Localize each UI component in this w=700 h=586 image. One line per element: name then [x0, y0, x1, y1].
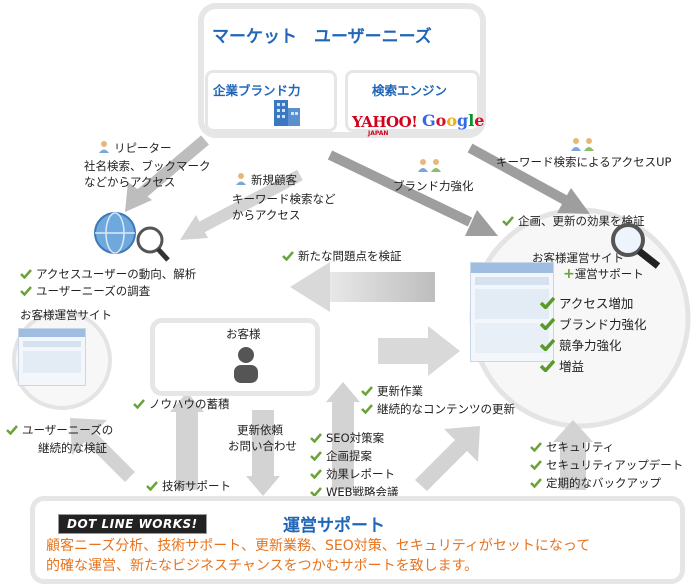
check-icon — [282, 251, 294, 261]
benefit-item: 増益 — [540, 356, 647, 377]
yahoo-logo-text: YAHOO! — [352, 113, 418, 131]
verify-issue-label: 新たな問題点を検証 — [282, 248, 402, 264]
check-icon — [540, 360, 555, 372]
tech-support-label: 技術サポート — [146, 478, 231, 494]
needs-survey-label: ユーザーニーズの調査 — [20, 283, 150, 299]
check-icon — [502, 216, 514, 226]
brand-box — [205, 70, 337, 132]
check-icon — [20, 286, 32, 296]
new-customer-desc-1: キーワード検索など — [232, 192, 336, 206]
needs-verify-label-2: 継続的な検証 — [38, 441, 107, 455]
globe-icon — [94, 212, 170, 262]
new-customer-desc-2: からアクセス — [232, 208, 301, 222]
arrow-market-to-globe — [125, 135, 209, 212]
market-needs-title: マーケット ユーザーニーズ — [212, 27, 432, 47]
update-request-label: 更新依頼 — [237, 423, 283, 437]
brand-power-title: 企業ブランド力 — [213, 83, 301, 98]
check-icon — [310, 451, 322, 461]
dot-line-works-logo: DOT LINE WORKS! — [58, 514, 207, 534]
check-icon — [146, 481, 158, 491]
support-desc-1: 顧客ニーズ分析、技術サポート、更新業務、SEO対策、セキュリティがセットになって — [46, 538, 591, 554]
check-icon — [133, 399, 145, 409]
security-item: セキュリティ — [530, 438, 683, 456]
service-item: SEO対策案 — [310, 429, 399, 447]
person-icon — [234, 172, 248, 186]
service-item: WEB戦略会議 — [310, 483, 399, 501]
service-list: SEO対策案 企画提案 効果レポート WEB戦略会議 — [310, 429, 399, 501]
check-icon — [530, 442, 542, 452]
search-engine-box — [345, 70, 480, 132]
repeater-label: リピーター — [97, 140, 172, 156]
benefit-item: 競争力強化 — [540, 335, 647, 356]
check-icon — [20, 269, 32, 279]
people-group-icon — [418, 159, 441, 172]
check-icon — [310, 433, 322, 443]
support-desc-2: 的確な運営、新たなビジネスチャンスをつかむサポートを致します。 — [46, 558, 479, 574]
customer-label: お客様 — [226, 327, 261, 341]
security-item: 定期的なバックアップ — [530, 474, 683, 492]
update-work-label: 更新作業 — [361, 383, 423, 399]
needs-verify-label-1: ユーザーニーズの — [6, 422, 113, 438]
check-icon — [361, 404, 373, 414]
know-how-label: ノウハウの蓄積 — [133, 396, 230, 412]
search-engine-title: 検索エンジン — [372, 83, 448, 98]
person-icon — [97, 140, 111, 154]
site-right-label: お客様運営サイト — [532, 251, 624, 265]
inquiry-label: お問い合わせ — [228, 439, 297, 453]
site-left-label: お客様運営サイト — [20, 308, 112, 322]
check-icon — [310, 487, 322, 497]
keyword-access-label: キーワード検索によるアクセスUP — [496, 155, 672, 169]
check-icon — [361, 386, 373, 396]
yahoo-logo: YAHOO! JAPAN — [352, 112, 418, 137]
site-right-screenshot — [470, 262, 554, 362]
check-icon — [540, 339, 555, 351]
security-list: セキュリティ セキュリティアップデート 定期的なバックアップ — [530, 438, 683, 492]
benefit-item: ブランド力強化 — [540, 314, 647, 335]
repeater-desc-2: などからアクセス — [84, 175, 176, 189]
ops-support-plus-label: +運営サポート — [563, 266, 644, 282]
google-logo: Google — [422, 111, 485, 130]
site-left-screenshot — [18, 328, 86, 386]
magnifier-icon — [611, 223, 661, 269]
continuous-update-label: 継続的なコンテンツの更新 — [361, 401, 515, 417]
benefit-item: アクセス増加 — [540, 293, 647, 314]
trend-analysis-label: アクセスユーザーの動向、解析 — [20, 266, 196, 282]
customer-person-icon — [234, 347, 258, 383]
people-group-icon — [571, 138, 594, 151]
service-item: 効果レポート — [310, 465, 399, 483]
building-icon — [274, 100, 300, 126]
check-icon — [530, 478, 542, 488]
support-title: 運営サポート — [283, 516, 385, 536]
benefit-list: アクセス増加 ブランド力強化 競争力強化 増益 — [540, 293, 647, 377]
yahoo-japan-text: JAPAN — [368, 130, 389, 137]
support-panel — [30, 496, 685, 584]
check-icon — [540, 318, 555, 330]
check-icon — [6, 425, 18, 435]
plus-icon: + — [563, 266, 575, 282]
service-item: 企画提案 — [310, 447, 399, 465]
check-icon — [540, 297, 555, 309]
brand-strengthen-label: ブランド力強化 — [393, 179, 474, 193]
new-customer-label: 新規顧客 — [234, 172, 297, 188]
verify-effect-label: 企画、更新の効果を検証 — [502, 213, 645, 229]
check-icon — [530, 460, 542, 470]
repeater-desc-1: 社名検索、ブックマーク — [84, 159, 211, 173]
security-item: セキュリティアップデート — [530, 456, 683, 474]
check-icon — [310, 469, 322, 479]
customer-box — [150, 318, 320, 396]
